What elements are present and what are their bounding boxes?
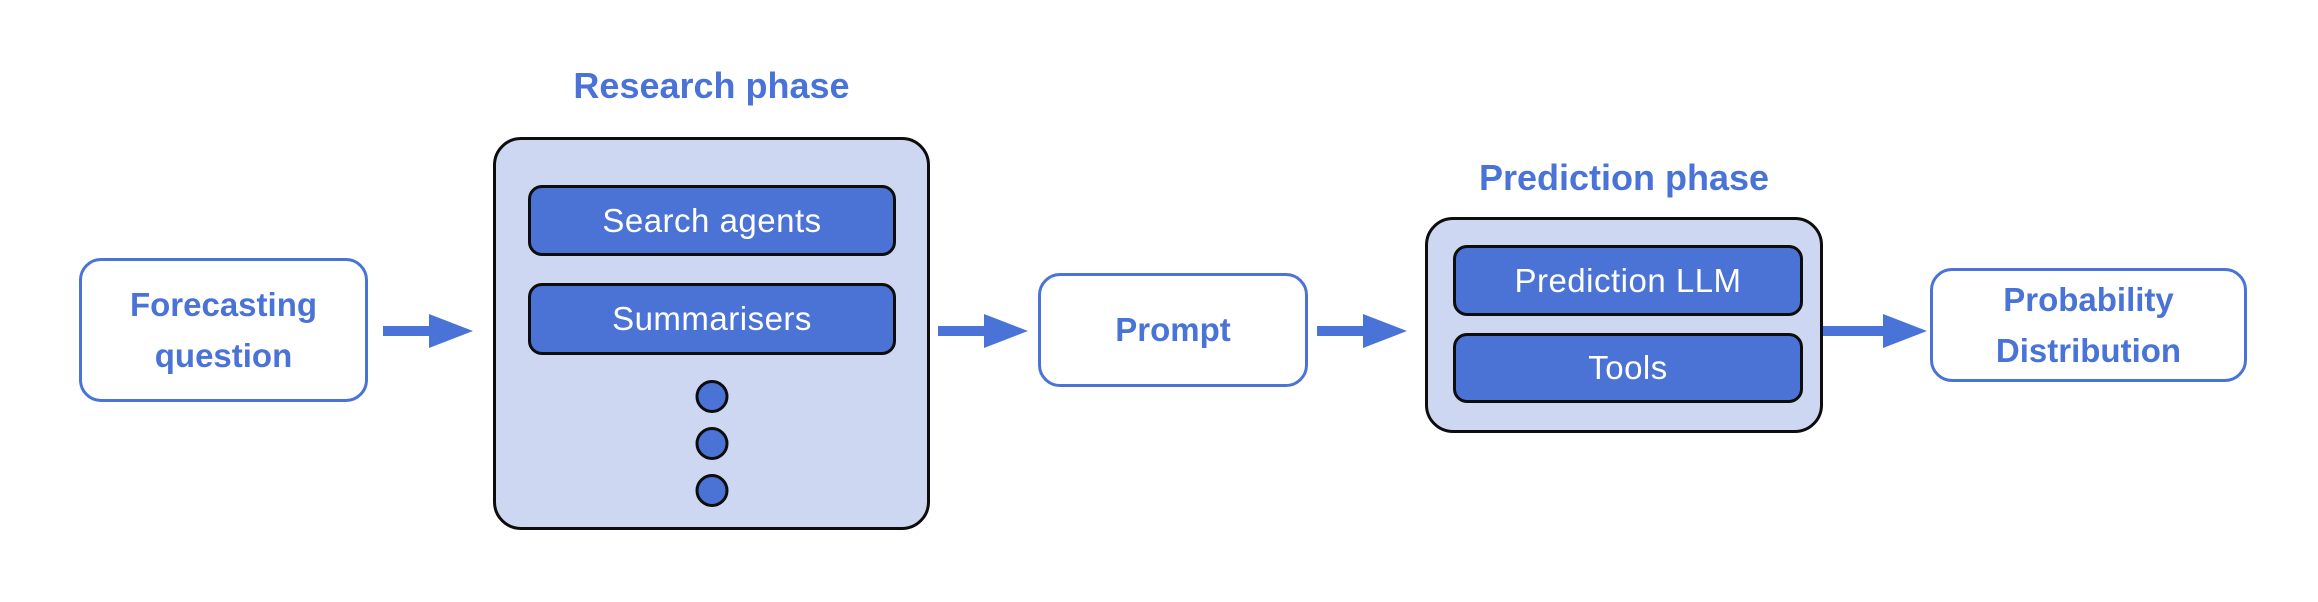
- research-phase-title: Research phase: [573, 65, 850, 106]
- ellipsis-dots: [695, 380, 728, 507]
- tools-node: Tools: [1453, 333, 1803, 403]
- prediction-phase-container: Prediction LLM Tools: [1425, 217, 1823, 433]
- prompt-node: Prompt: [1038, 273, 1308, 387]
- ellipsis-dot-icon: [695, 380, 728, 413]
- research-phase-container: Search agents Summarisers: [493, 137, 930, 530]
- arrow-shaft: [1317, 326, 1369, 336]
- flow-arrow-4: [1823, 314, 1927, 348]
- arrow-shaft: [1823, 326, 1889, 336]
- flow-arrow-2: [938, 314, 1028, 348]
- arrow-head-icon: [984, 314, 1028, 348]
- flow-arrow-1: [383, 314, 473, 348]
- prediction-phase-title: Prediction phase: [1478, 157, 1770, 198]
- ellipsis-dot-icon: [695, 427, 728, 460]
- search-agents-node: Search agents: [528, 185, 896, 256]
- summarisers-node: Summarisers: [528, 283, 896, 355]
- arrow-head-icon: [1883, 314, 1927, 348]
- prediction-llm-node: Prediction LLM: [1453, 245, 1803, 316]
- arrow-shaft: [383, 326, 435, 336]
- arrow-shaft: [938, 326, 990, 336]
- arrow-head-icon: [1363, 314, 1407, 348]
- ellipsis-dot-icon: [695, 474, 728, 507]
- forecasting-question-node: Forecasting question: [79, 258, 368, 402]
- flow-arrow-3: [1317, 314, 1407, 348]
- arrow-head-icon: [429, 314, 473, 348]
- probability-distribution-node: Probability Distribution: [1930, 268, 2247, 382]
